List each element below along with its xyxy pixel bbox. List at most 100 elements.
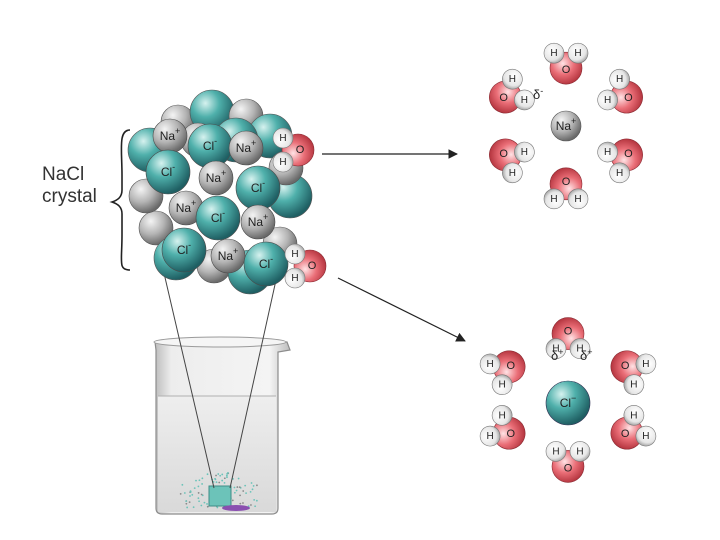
ion-particle <box>256 484 258 487</box>
ion-particle <box>197 485 200 488</box>
hydrogen-atom <box>623 405 645 426</box>
partial-charge-delta-plus: δ+ <box>551 347 564 363</box>
hydrogen-label: H <box>487 431 494 442</box>
hydrogen-atom <box>567 188 589 210</box>
sodium-ion-sphere <box>240 204 276 240</box>
ion-particle <box>217 473 220 475</box>
hydrogen-label: H <box>509 74 516 85</box>
hydrogen-atom <box>597 89 618 111</box>
ion-particle <box>250 504 252 506</box>
ion-particle <box>250 482 253 484</box>
ion-particle <box>251 488 254 491</box>
oxygen-label: O <box>499 148 508 160</box>
ion-particle <box>189 490 192 493</box>
oxygen-label: O <box>562 176 571 188</box>
oxygen-label: O <box>621 428 630 440</box>
ion-particle <box>214 477 216 480</box>
hydrogen-label: H <box>550 193 557 204</box>
hydrogen-label: H <box>291 273 298 284</box>
hydrogen-atom <box>569 338 591 359</box>
ion-particle <box>192 506 195 509</box>
oxygen-label: O <box>624 148 633 160</box>
ion-particle <box>206 505 209 508</box>
ion-particle <box>254 505 257 508</box>
hydrogen-label: H <box>279 133 286 144</box>
ion-particle <box>218 481 221 484</box>
ion-particle <box>227 472 229 474</box>
hydrogen-label: H <box>552 446 559 457</box>
hydrogen-atom <box>514 89 535 111</box>
sodium-ion-label: Na+ <box>206 168 227 185</box>
ion-particle <box>198 500 200 503</box>
ion-particle <box>236 486 239 488</box>
ion-particle <box>198 479 201 482</box>
beaker <box>153 336 291 515</box>
ion-particle <box>249 490 252 493</box>
oxygen-label: O <box>296 144 305 156</box>
ion-particle <box>242 490 245 492</box>
hydrogen-atom <box>502 68 523 90</box>
oxygen-label: O <box>507 428 516 440</box>
water-molecule: OHH <box>545 317 591 359</box>
hydrogen-label: H <box>291 249 298 260</box>
ion-particle <box>219 474 222 477</box>
hydrogen-atom <box>597 141 618 163</box>
ion-particle <box>185 500 188 503</box>
hydrogen-atom <box>491 374 513 395</box>
ion-particle <box>185 502 188 505</box>
hydrogen-label: H <box>630 410 637 421</box>
water-molecule: OHH <box>479 405 526 450</box>
water-molecule: OHH <box>489 68 535 114</box>
hydrogen-atom <box>569 441 591 462</box>
chloride-ion-sphere <box>145 149 191 195</box>
hydrogen-atom <box>623 374 645 395</box>
ion-particle <box>239 494 241 497</box>
chloride-ion-label: Cl- <box>251 178 265 195</box>
chloride-ion-label: Cl− <box>560 393 577 410</box>
ion-particle <box>231 499 234 502</box>
chloride-ion <box>545 380 591 426</box>
hydrogen-atom <box>545 338 567 359</box>
ion-particle <box>235 489 238 492</box>
ion-particle <box>216 506 219 509</box>
arrow-to-chloride <box>337 277 466 342</box>
ion-particle <box>253 499 256 501</box>
sodium-ion-sphere <box>138 210 174 246</box>
chloride-ion-label: Cl- <box>177 240 191 257</box>
water-molecule: OHH <box>284 243 327 289</box>
partial-charge-delta-minus: δ- <box>533 86 543 102</box>
hydrogen-atom <box>609 68 630 90</box>
oxygen-label: O <box>624 92 633 104</box>
hydrogen-label: H <box>616 74 623 85</box>
hydrogen-atom <box>635 425 657 447</box>
hydrogen-label: H <box>550 48 557 59</box>
ion-particle <box>223 481 226 484</box>
ion-particle <box>189 495 191 497</box>
water-molecule: OHH <box>543 167 589 210</box>
ion-particle <box>203 501 206 504</box>
sodium-ion-sphere <box>228 130 264 166</box>
water-molecule: OHH <box>479 350 526 395</box>
hydrogen-atom <box>543 42 565 64</box>
ion-particle <box>215 474 217 477</box>
hydrogen-label: H <box>521 94 528 105</box>
ion-particle <box>238 486 241 489</box>
hydrogen-label: H <box>279 157 286 168</box>
hydrogen-label: H <box>576 343 583 354</box>
hydrogen-atom <box>609 162 630 184</box>
ion-particle <box>201 477 204 480</box>
ion-particle <box>201 483 204 485</box>
water-molecule: OH H <box>272 127 315 173</box>
chloride-ion-sphere <box>161 227 207 273</box>
hydrogen-atom <box>514 141 535 163</box>
oxygen-label: O <box>562 64 571 76</box>
ion-particle <box>191 493 194 496</box>
ion-particle <box>225 474 228 477</box>
hydrogen-label: H <box>604 147 611 158</box>
oxygen-label: O <box>621 360 630 372</box>
